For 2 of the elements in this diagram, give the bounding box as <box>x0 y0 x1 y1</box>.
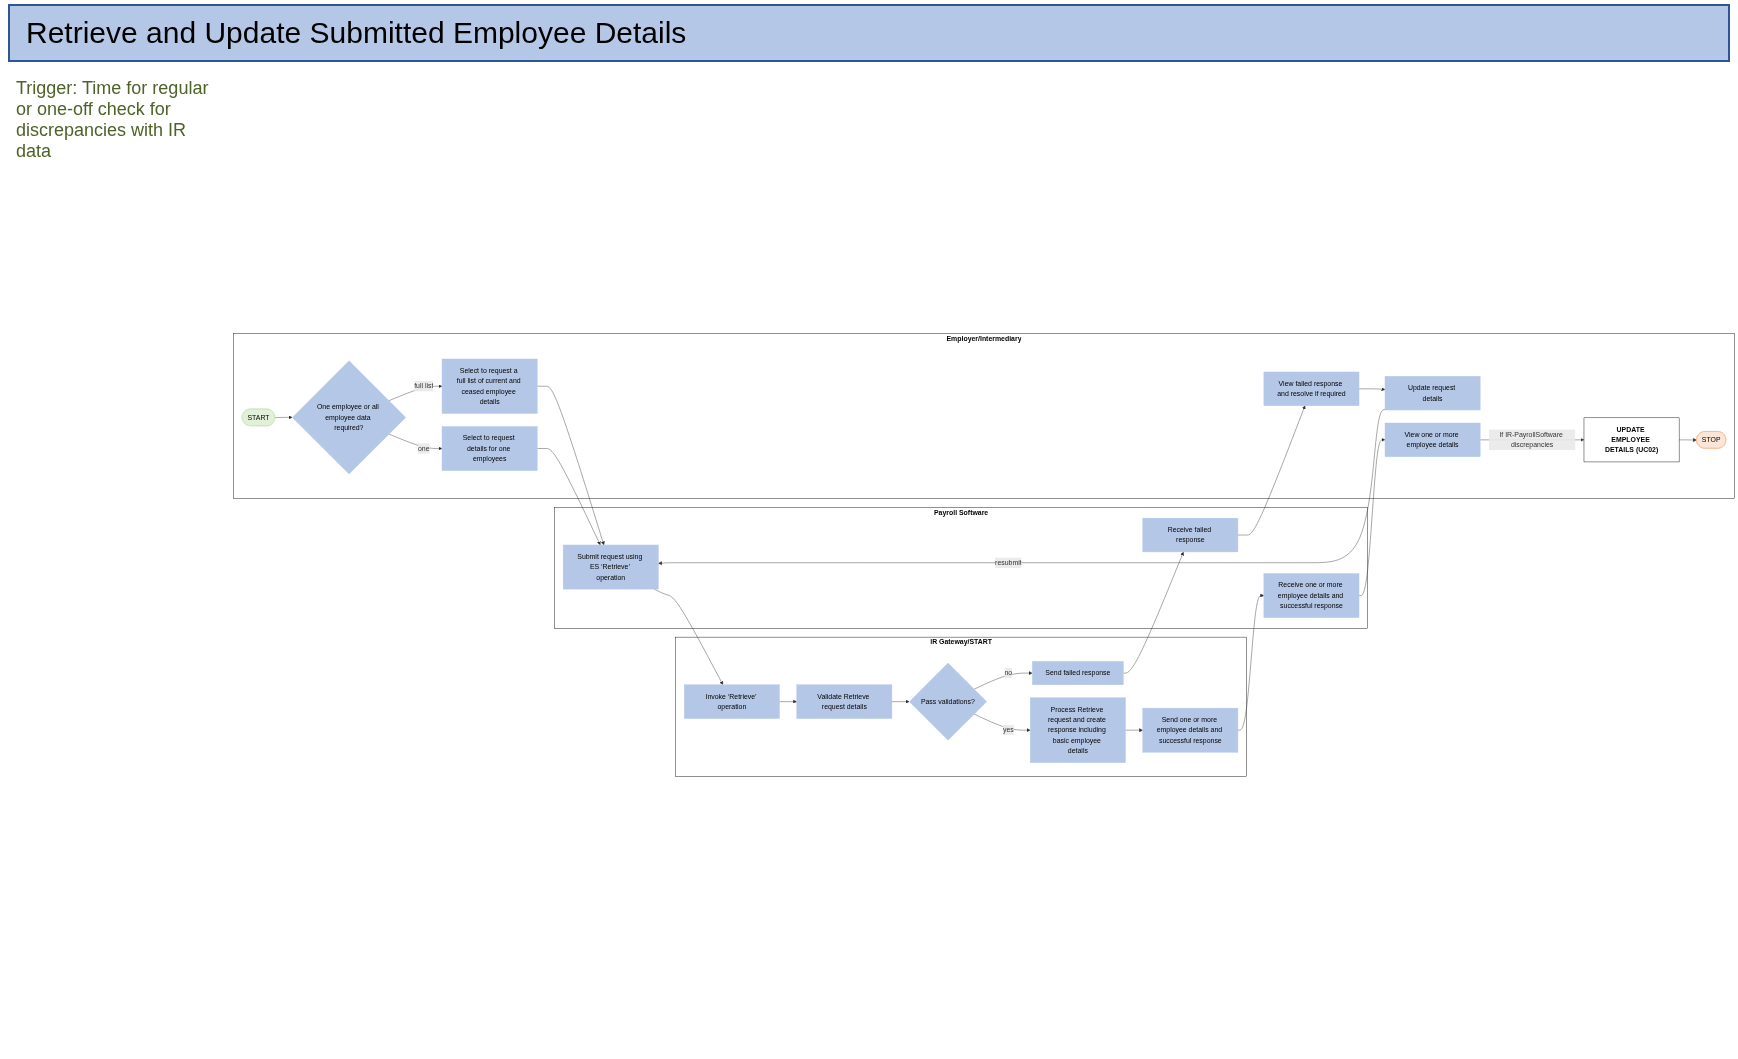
title-banner: Retrieve and Update Submitted Employee Details <box>8 4 1730 62</box>
note-text: Trigger: Time for regular or one-off check for discrepancies with IR data <box>16 78 210 162</box>
